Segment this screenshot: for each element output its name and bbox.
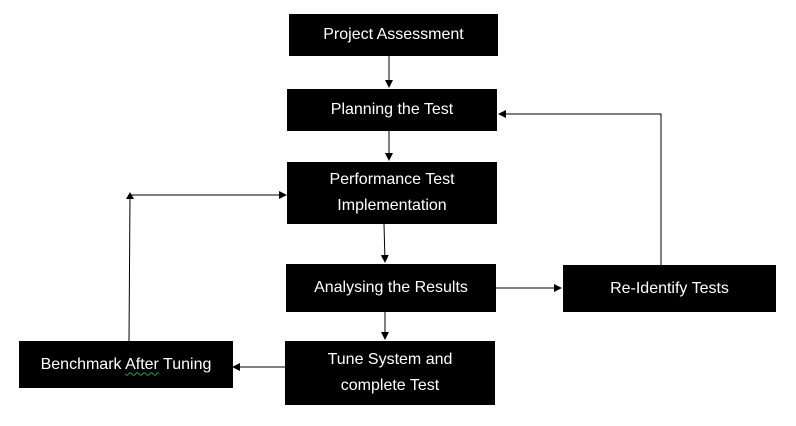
node-planning-the-test-label: Planning the Test bbox=[330, 101, 454, 118]
node-benchmark-after-tuning: Benchmark After Tuning bbox=[19, 341, 233, 388]
node-performance-test-implementation: Performance Test Implementation bbox=[287, 162, 497, 224]
node-analysing-the-results: Analysing the Results bbox=[286, 264, 496, 312]
benchmark-word-2: After bbox=[125, 355, 159, 373]
arrow-reidentify-to-planning bbox=[498, 110, 662, 265]
node-re-identify-tests: Re-Identify Tests bbox=[563, 265, 776, 312]
arrow-benchmark-up-head bbox=[126, 192, 134, 199]
node-benchmark-after-tuning-label: Benchmark After Tuning bbox=[41, 352, 212, 378]
node-tune-system-label: Tune System and complete Test bbox=[327, 351, 453, 394]
benchmark-word-1: Benchmark bbox=[40, 355, 122, 373]
node-project-assessment-label: Project Assessment bbox=[323, 26, 464, 43]
node-performance-test-implementation-label: Performance Test Implementation bbox=[329, 171, 455, 214]
node-re-identify-tests-label: Re-Identify Tests bbox=[610, 279, 729, 297]
arrow-performance-to-analysing bbox=[380, 223, 389, 263]
node-planning-the-test: Planning the Test bbox=[287, 89, 497, 131]
node-tune-system: Tune System and complete Test bbox=[285, 341, 495, 405]
arrow-benchmark-to-performance bbox=[128, 191, 287, 342]
node-project-assessment: Project Assessment bbox=[289, 14, 498, 56]
node-analysing-the-results-label: Analysing the Results bbox=[314, 279, 468, 296]
benchmark-word-3: Tuning bbox=[163, 355, 212, 373]
